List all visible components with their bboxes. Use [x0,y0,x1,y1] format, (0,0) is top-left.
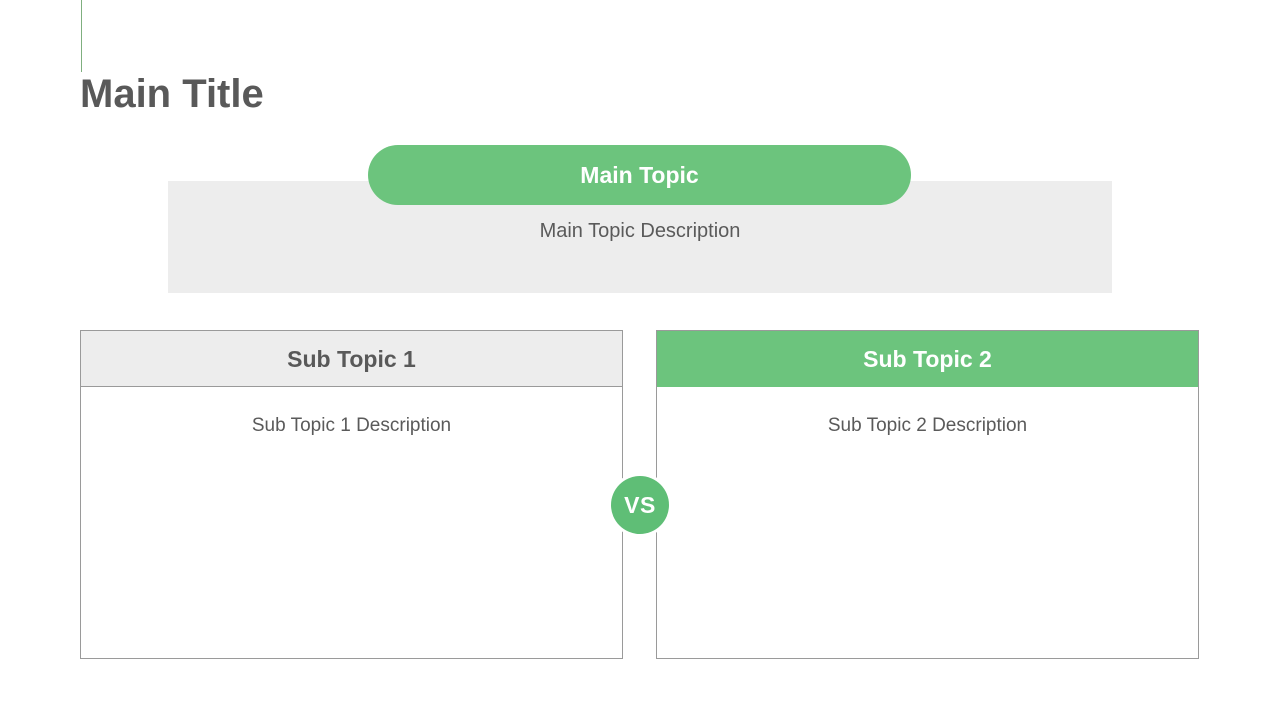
main-topic-pill[interactable]: Main Topic [368,145,911,205]
versus-circle: VS [611,476,669,534]
sub-topic-2-title: Sub Topic 2 [863,345,992,372]
sub-topic-1-body: Sub Topic 1 Description [81,387,622,658]
main-topic-description: Main Topic Description [539,220,741,242]
sub-topic-1-header: Sub Topic 1 [81,331,622,387]
page-title: Main Title [80,72,264,116]
title-accent-line [81,0,82,72]
sub-topic-2-body: Sub Topic 2 Description [657,387,1198,658]
sub-topic-1-description: Sub Topic 1 Description [251,415,452,436]
sub-topic-2-header: Sub Topic 2 [657,331,1198,387]
sub-topic-card-1[interactable]: Sub Topic 1 Sub Topic 1 Description [80,330,623,659]
versus-badge: VS [608,473,672,537]
main-topic-label: Main Topic [580,162,699,188]
versus-label: VS [624,492,656,518]
sub-topic-card-2[interactable]: Sub Topic 2 Sub Topic 2 Description [656,330,1199,659]
sub-topic-2-description: Sub Topic 2 Description [827,415,1028,436]
sub-topic-1-title: Sub Topic 1 [287,345,416,372]
